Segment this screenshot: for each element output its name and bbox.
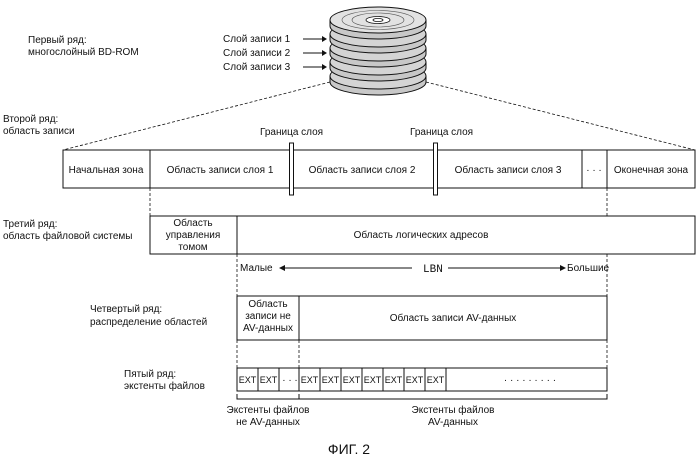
lbn-small: Малые (240, 263, 273, 274)
row4-title: Четвертый ряд: распределение областей (90, 304, 207, 328)
disc-stack (330, 7, 426, 95)
non-av-extents-bracket (237, 394, 299, 399)
extent-label: EXT (427, 375, 445, 385)
volume-management-area-l2: управления (166, 230, 221, 241)
svg-text:область записи: область записи (3, 125, 75, 137)
lbn-large: Большие (567, 263, 610, 274)
extent-label: EXT (364, 375, 382, 385)
lbn-arrow-left (279, 265, 285, 271)
svg-text:распределение областей: распределение областей (90, 316, 207, 328)
svg-text:Четвертый ряд:: Четвертый ряд: (90, 304, 162, 315)
non-av-area-l2: записи не (245, 311, 291, 322)
row2-title: Второй ряд: область записи (3, 114, 75, 137)
extent-label: EXT (322, 375, 340, 385)
non-av-extents-caption-l1: Экстенты файлов (227, 404, 310, 416)
layer-labels: Слой записи 1 Слой записи 2 Слой записи … (223, 34, 327, 73)
layer-arrowhead-3 (322, 64, 327, 70)
svg-text:Второй ряд:: Второй ряд: (3, 114, 58, 125)
non-av-area-l1: Область (248, 298, 287, 310)
svg-text:Пятый ряд:: Пятый ряд: (124, 369, 176, 380)
volume-management-area-l3: томом (178, 242, 207, 253)
row3-title: Третий ряд: область файловой системы (3, 219, 133, 242)
layer-boundary-label-1: Граница слоя (260, 127, 323, 138)
layer-ellipsis: · · · (586, 165, 602, 176)
extent-label: EXT (239, 375, 257, 385)
svg-text:область файловой системы: область файловой системы (3, 230, 133, 242)
non-av-ellipsis: · · · (282, 375, 298, 386)
disc-top (330, 7, 426, 39)
non-av-area-l3: AV-данных (243, 323, 293, 334)
figure-caption: ФИГ. 2 (328, 441, 370, 457)
layer3-area: Область записи слоя 3 (455, 164, 562, 176)
extent-label: EXT (406, 375, 424, 385)
extent-cells: EXTEXTEXTEXTEXTEXTEXTEXTEXT (237, 368, 446, 391)
lbn-arrow-right (560, 265, 566, 271)
extent-label: EXT (301, 375, 319, 385)
svg-text:Третий ряд:: Третий ряд: (3, 219, 57, 230)
svg-text:экстенты файлов: экстенты файлов (124, 380, 205, 392)
volume-management-area-l1: Область (173, 217, 212, 229)
av-extents-caption-l1: Экстенты файлов (412, 404, 495, 416)
allocation-bar: Область записи не AV-данных Область запи… (237, 296, 607, 340)
av-ellipsis: · · · · · · · · · (504, 375, 556, 386)
non-av-extents-caption-l2: не AV-данных (236, 417, 300, 428)
svg-text:Первый ряд:: Первый ряд: (28, 35, 87, 46)
svg-text:многослойный BD-ROM: многослойный BD-ROM (28, 47, 139, 58)
file-system-bar: Область управления томом Область логичес… (150, 216, 695, 254)
extent-label: EXT (260, 375, 278, 385)
av-area: Область записи AV-данных (390, 312, 517, 324)
layer-label-3: Слой записи 3 (223, 62, 291, 73)
row5-title: Пятый ряд: экстенты файлов (124, 369, 205, 392)
logical-address-area: Область логических адресов (354, 229, 489, 241)
recording-area-bar: Начальная зона Область записи слоя 1 Обл… (63, 143, 695, 195)
lbn-label: LBN (423, 264, 443, 276)
row1-title: Первый ряд: многослойный BD-ROM (28, 35, 139, 58)
av-extents-caption-l2: AV-данных (428, 417, 478, 428)
layer-boundary-marker-2 (434, 143, 438, 195)
layer-boundary-label-2: Граница слоя (410, 127, 473, 138)
extent-label: EXT (385, 375, 403, 385)
layer-arrowhead-2 (322, 50, 327, 56)
projection-line-left (63, 82, 330, 150)
extent-label: EXT (343, 375, 361, 385)
lead-out-zone: Оконечная зона (614, 165, 689, 176)
layer-label-2: Слой записи 2 (223, 48, 291, 59)
layer1-area: Область записи слоя 1 (167, 164, 274, 176)
av-extents-bracket (299, 394, 607, 399)
layer2-area: Область записи слоя 2 (309, 164, 416, 176)
layer-boundary-marker-1 (290, 143, 294, 195)
layer-arrowhead-1 (322, 36, 327, 42)
projection-line-right (426, 82, 695, 150)
layer-label-1: Слой записи 1 (223, 34, 291, 45)
lead-in-zone: Начальная зона (69, 165, 144, 176)
extents-bar: EXTEXTEXTEXTEXTEXTEXTEXTEXT · · · · · · … (237, 368, 607, 391)
